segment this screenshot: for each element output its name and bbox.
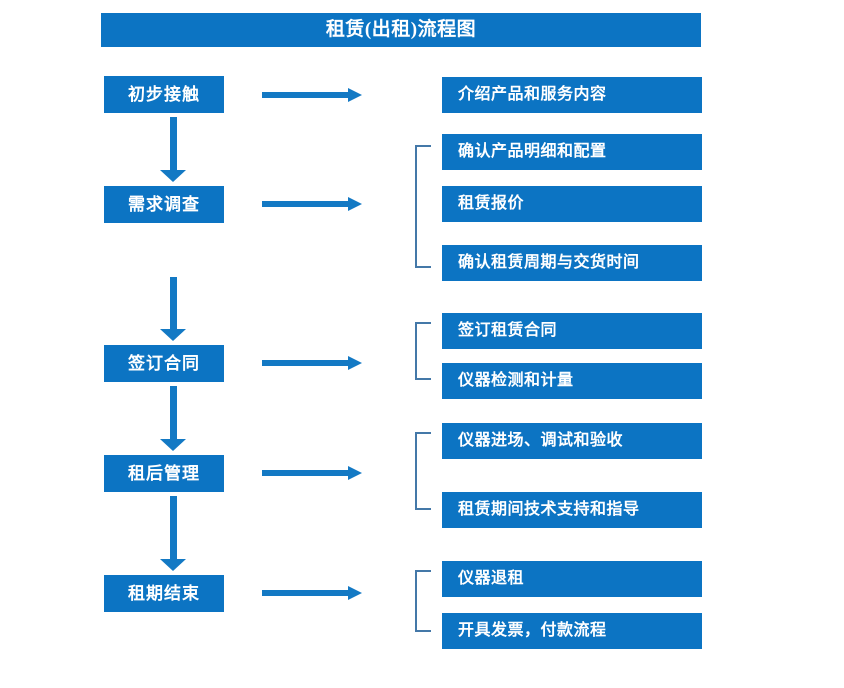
arrow-right-icon (262, 356, 362, 370)
group-bracket-post-rental (415, 432, 431, 510)
detail-box-rental-quote[interactable]: 租赁报价 (442, 186, 702, 222)
stage-box-rental-end[interactable]: 租期结束 (104, 575, 224, 612)
arrow-down-icon (160, 117, 186, 182)
detail-box-instrument-return[interactable]: 仪器退租 (442, 561, 702, 597)
detail-box-confirm-period-delivery[interactable]: 确认租赁周期与交货时间 (442, 245, 702, 281)
stage-box-needs-survey[interactable]: 需求调查 (104, 186, 224, 223)
detail-box-confirm-product-spec[interactable]: 确认产品明细和配置 (442, 134, 702, 170)
detail-box-instrument-inspection[interactable]: 仪器检测和计量 (442, 363, 702, 399)
detail-box-sign-rental-contract[interactable]: 签订租赁合同 (442, 313, 702, 349)
detail-box-technical-support[interactable]: 租赁期间技术支持和指导 (442, 492, 702, 528)
group-bracket-sign-contract (415, 322, 431, 380)
group-bracket-needs-survey (415, 145, 431, 268)
arrow-right-icon (262, 586, 362, 600)
detail-box-instrument-onsite-commission[interactable]: 仪器进场、调试和验收 (442, 423, 702, 459)
stage-box-initial-contact[interactable]: 初步接触 (104, 76, 224, 113)
group-bracket-rental-end (415, 570, 431, 632)
detail-box-introduce-products[interactable]: 介绍产品和服务内容 (442, 77, 702, 113)
page-title: 租赁(出租)流程图 (101, 13, 701, 47)
arrow-right-icon (262, 197, 362, 211)
stage-box-post-rental-management[interactable]: 租后管理 (104, 455, 224, 492)
stage-box-sign-contract[interactable]: 签订合同 (104, 345, 224, 382)
arrow-right-icon (262, 88, 362, 102)
arrow-right-icon (262, 466, 362, 480)
detail-box-invoice-payment[interactable]: 开具发票，付款流程 (442, 613, 702, 649)
arrow-down-icon (160, 277, 186, 341)
arrow-down-icon (160, 496, 186, 571)
arrow-down-icon (160, 386, 186, 451)
